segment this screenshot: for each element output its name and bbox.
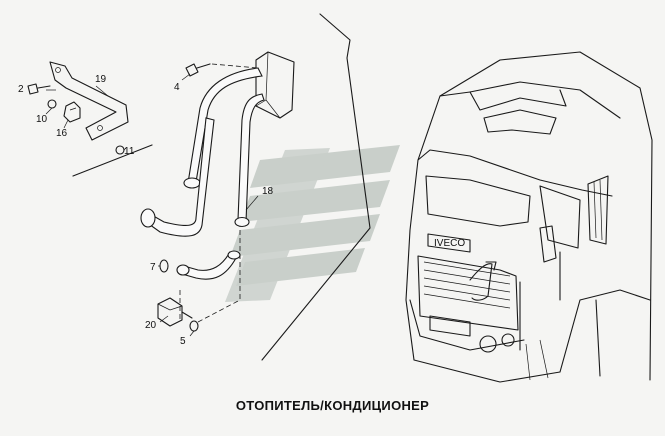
callout-7: 7 [150, 262, 156, 273]
frame-lines [72, 13, 371, 361]
watermark-logo [225, 145, 400, 302]
heater-flange-block [255, 51, 295, 119]
clip-part-16 [63, 101, 81, 123]
callout-5: 5 [180, 336, 186, 347]
callout-10: 10 [36, 114, 48, 125]
callout-labels: 2 19 10 16 11 4 18 7 20 5 IVECO [18, 74, 465, 347]
callout-19: 19 [95, 74, 107, 85]
leader-lines [45, 73, 259, 337]
diagram-caption: ОТОПИТЕЛЬ/КОНДИЦИОНЕР [235, 398, 430, 413]
oring-part-7 [159, 259, 169, 273]
callout-16: 16 [56, 128, 68, 139]
switch-part-20 [157, 297, 193, 327]
callout-18: 18 [262, 186, 274, 197]
cab-badge: IVECO [434, 238, 465, 249]
pipe-part-18 [140, 67, 265, 280]
callout-2: 2 [18, 84, 24, 95]
screw-part-4 [185, 63, 211, 77]
oring-part-5 [189, 320, 199, 332]
nut-part-10 [47, 99, 57, 109]
bracket-part-19 [49, 61, 129, 141]
bolt-part-2 [27, 83, 51, 95]
nut-part-11 [115, 145, 125, 155]
callout-20: 20 [145, 320, 157, 331]
callout-11: 11 [124, 146, 135, 157]
callout-4: 4 [174, 82, 180, 93]
truck-cab [405, 51, 653, 383]
